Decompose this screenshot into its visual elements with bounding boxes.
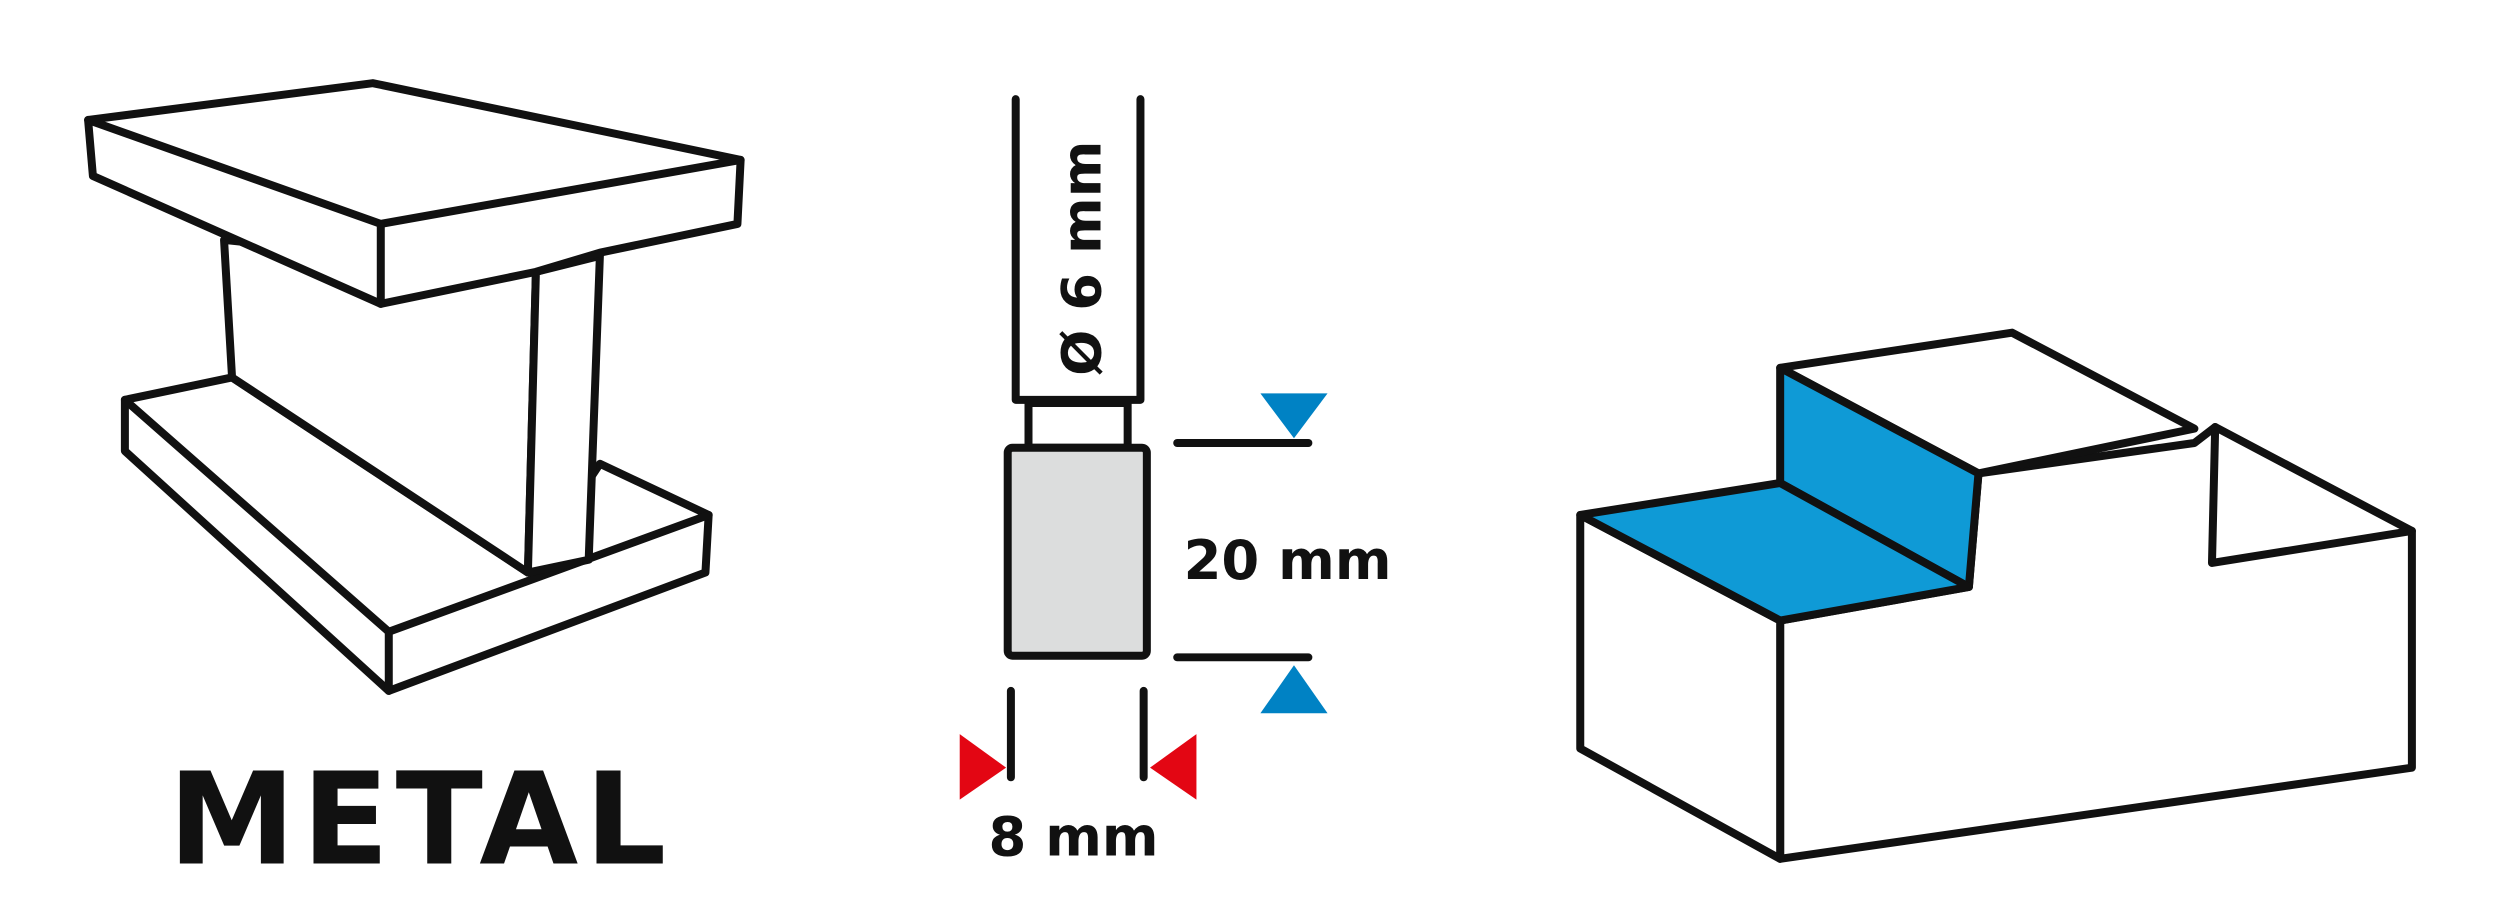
head-diameter-label: 8 mm <box>989 806 1159 869</box>
material-label: METAL <box>168 746 673 895</box>
grinding-bit-icon <box>1003 95 1151 660</box>
arrow-up-icon <box>1260 665 1328 714</box>
length-dimension <box>1173 393 1328 714</box>
diameter-dimension <box>959 686 1197 800</box>
i-beam-icon <box>84 79 745 695</box>
shank-diameter-label: Ø 6 mm <box>1050 141 1113 376</box>
arrow-right-icon <box>959 734 1007 800</box>
stepped-workpiece-icon <box>1576 328 2416 863</box>
head-length-label: 20 mm <box>1184 529 1392 592</box>
arrow-left-icon <box>1150 734 1197 800</box>
arrow-down-icon <box>1260 393 1328 439</box>
